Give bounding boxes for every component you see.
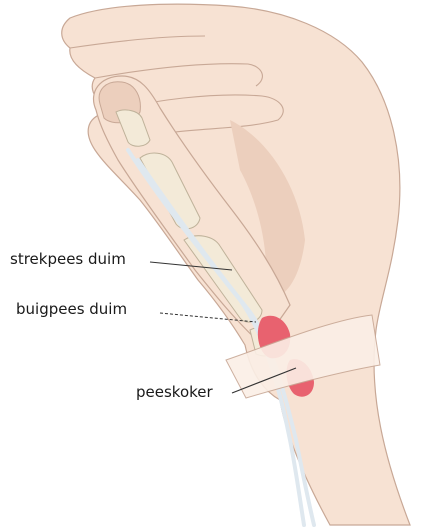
label-tendon-sheath: peeskoker bbox=[136, 383, 213, 401]
label-extensor-tendon: strekpees duim bbox=[10, 250, 126, 268]
label-flexor-tendon: buigpees duim bbox=[16, 300, 127, 318]
